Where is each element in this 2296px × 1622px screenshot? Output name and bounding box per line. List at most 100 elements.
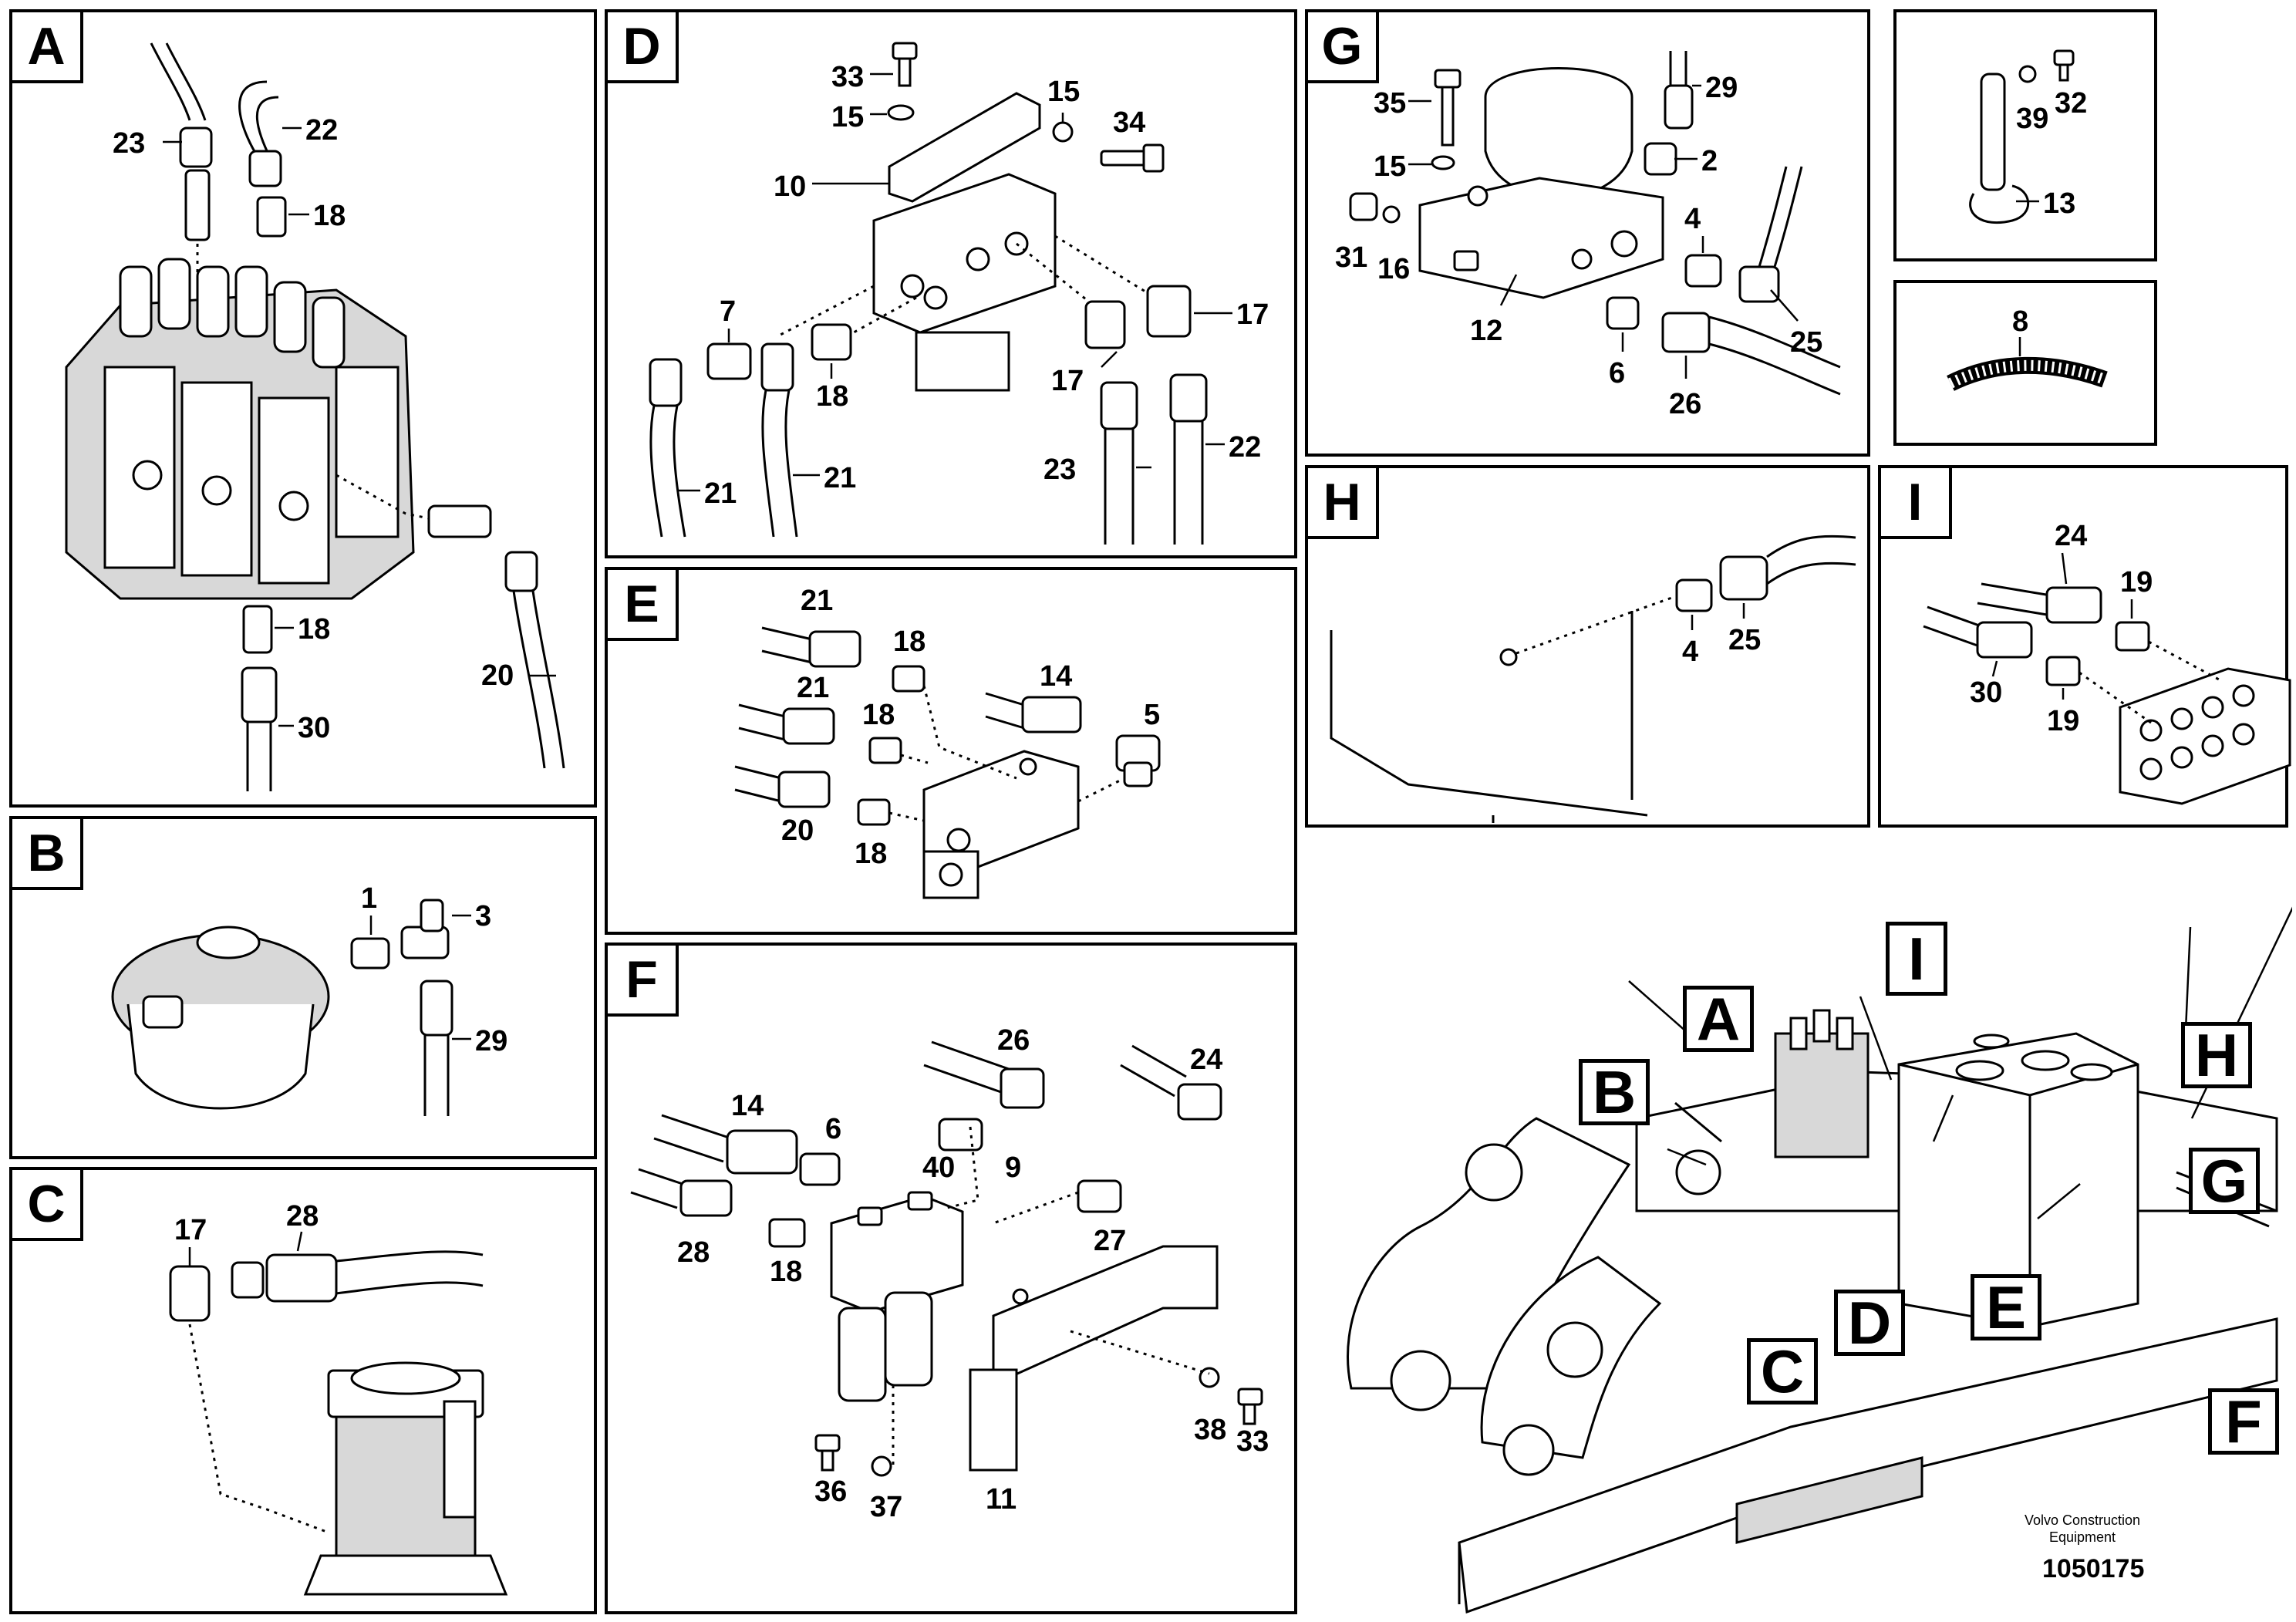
part-18-icon (768, 1218, 806, 1248)
part-30-icon (1923, 605, 2033, 659)
part-21-left-icon (649, 358, 686, 538)
label-c-17: 17 (174, 1214, 207, 1246)
label-e-18-bottom: 18 (855, 838, 887, 870)
part-9-icon (938, 1118, 983, 1152)
part-12-icon (1418, 177, 1664, 299)
bulkhead-plate-icon (2119, 667, 2291, 805)
part-10-icon (888, 92, 1041, 203)
part-19-bottom-icon (2045, 656, 2081, 686)
swing-motor-icon (111, 926, 330, 1110)
label-f-6: 6 (825, 1113, 841, 1145)
overview-tank-icon (1897, 1032, 2139, 1328)
part-33-icon (892, 42, 918, 87)
solenoid-valve-block-icon (872, 173, 1057, 392)
panel-a: A (9, 9, 597, 808)
label-e-20: 20 (781, 814, 814, 847)
label-h-4: 4 (1682, 636, 1698, 668)
drawing-number: 1050175 (2042, 1554, 2145, 1583)
part-7-icon (706, 342, 752, 380)
panel-tube: 8 (1893, 280, 2157, 446)
part-35-icon (1434, 69, 1462, 147)
part-5-icon (1115, 734, 1161, 787)
part-24-icon (1977, 582, 2102, 624)
label-a-30: 30 (298, 712, 330, 744)
label-j-32: 32 (2055, 87, 2087, 120)
panel-d-drawing: 33 15 15 34 10 7 18 17 17 21 21 23 22 (649, 42, 1269, 545)
part-2-icon (1644, 142, 1677, 176)
part-17-icon (169, 1265, 211, 1322)
label-a-18-bottom: 18 (298, 613, 330, 646)
control-valve-icon (65, 258, 415, 600)
panel-g-letter: G (1308, 12, 1379, 83)
panel-e-letter: E (608, 570, 679, 641)
label-g-12: 12 (1470, 315, 1502, 347)
label-e-21-top: 21 (801, 585, 833, 617)
panel-c: C 17 28 (9, 1167, 597, 1614)
part-19-top-icon (2115, 621, 2150, 652)
label-b-29: 29 (475, 1025, 507, 1057)
part-29-icon (1664, 51, 1694, 130)
label-d-15-right: 15 (1047, 76, 1080, 108)
part-34-icon (1100, 143, 1165, 173)
part-4-icon (1675, 578, 1713, 612)
part-31-icon (1349, 192, 1378, 221)
label-d-23: 23 (1043, 454, 1076, 486)
part-33-icon (1237, 1388, 1263, 1425)
panel-g-drawing: 35 29 15 2 31 16 4 12 6 25 26 (1335, 51, 1841, 420)
overview-control-valve-icon (1774, 1009, 1870, 1158)
label-g-31: 31 (1335, 241, 1367, 274)
label-g-26: 26 (1669, 388, 1701, 420)
callout-c: C (1747, 1337, 1818, 1405)
part-28-icon (630, 1168, 733, 1217)
panel-tube-drawing: 8 (1947, 305, 2108, 391)
panel-i-drawing: 24 19 30 19 (1923, 520, 2291, 805)
part-30-icon (241, 666, 278, 791)
part-22-icon (248, 150, 282, 187)
label-e-18-mid: 18 (862, 699, 895, 731)
label-f-26: 26 (997, 1024, 1030, 1057)
part-32-icon (2053, 49, 2075, 82)
panel-b-drawing: 1 3 29 (111, 882, 507, 1116)
hydraulic-tank-icon (1330, 611, 1648, 823)
panel-bracket: 39 32 13 (1893, 9, 2157, 261)
label-e-14: 14 (1040, 660, 1072, 693)
label-b-1: 1 (361, 882, 377, 915)
label-b-3: 3 (475, 900, 491, 932)
label-d-33: 33 (831, 61, 864, 93)
part-20-fitting-icon (427, 504, 492, 538)
panel-f: F (605, 943, 1297, 1614)
label-g-4: 4 (1684, 203, 1701, 235)
label-d-17-left: 17 (1051, 365, 1084, 397)
panel-b-letter: B (12, 819, 83, 890)
part-27-icon (1077, 1179, 1122, 1213)
part-20-icon (734, 765, 831, 808)
label-g-15: 15 (1374, 150, 1406, 183)
label-g-16: 16 (1377, 253, 1410, 285)
label-h-25: 25 (1728, 624, 1761, 656)
part-18-icon (811, 323, 852, 361)
part-24-icon (1120, 1044, 1222, 1121)
panel-a-letter: A (12, 12, 83, 83)
part-8-icon (1947, 356, 2108, 391)
label-a-22: 22 (305, 114, 338, 147)
part-23-icon (179, 126, 213, 168)
label-c-28: 28 (286, 1200, 319, 1233)
callout-d: D (1834, 1289, 1905, 1357)
panel-f-letter: F (608, 946, 679, 1017)
part-15-right-icon (1052, 121, 1074, 143)
label-g-25: 25 (1790, 326, 1822, 359)
part-17-right-icon (1146, 285, 1192, 338)
panel-bracket-drawing: 39 32 13 (1969, 49, 2087, 224)
footer-caption: Volvo Construction Equipment (2005, 1512, 2159, 1546)
panel-e-drawing: 21 18 21 18 14 5 20 18 (734, 585, 1161, 899)
part-20-icon (504, 551, 565, 769)
part-22-icon (1169, 373, 1208, 545)
label-i-24: 24 (2055, 520, 2087, 552)
label-g-29: 29 (1705, 72, 1738, 104)
label-d-7: 7 (720, 295, 736, 328)
callout-f: F (2208, 1388, 2279, 1455)
label-a-23: 23 (113, 127, 145, 160)
panel-a-drawing: 23 22 18 18 20 30 (65, 42, 565, 791)
label-d-22: 22 (1229, 431, 1261, 464)
panel-f-drawing: 14 28 6 18 26 24 40 9 27 11 38 33 36 37 (630, 1024, 1269, 1523)
